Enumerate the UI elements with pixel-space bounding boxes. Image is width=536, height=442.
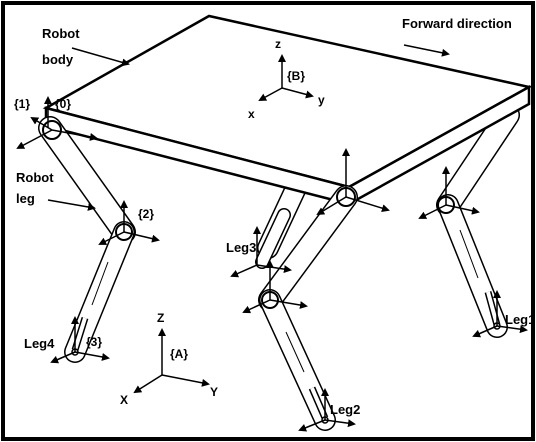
robot-leg-pointer	[47, 199, 96, 211]
frame-2-axes	[98, 200, 160, 245]
frame-A-axis-x: X	[120, 393, 128, 407]
leg-4	[38, 116, 136, 363]
leg1-label: Leg1	[505, 312, 535, 327]
robot-leg-label-line1: Robot	[16, 170, 54, 185]
frame-3-axes	[50, 316, 110, 364]
leg-2-hip-axes	[316, 148, 390, 216]
forward-direction-arrow	[403, 44, 450, 57]
frame-A-axis-z: Z	[157, 311, 164, 325]
leg3-label: Leg3	[226, 240, 256, 255]
frame-A-label: {A}	[170, 347, 188, 361]
joint-axes	[16, 54, 528, 432]
leg4-label: Leg4	[24, 336, 55, 351]
leg-2-knee-axes	[242, 260, 308, 314]
frame-0-label: {0}	[55, 97, 71, 111]
frame-1-axes	[16, 96, 98, 149]
frame-A-axis-y: Y	[210, 385, 218, 399]
frame-B-axes	[258, 54, 314, 101]
frame-B-axis-x: x	[248, 107, 255, 121]
leg-3-axes	[230, 226, 292, 278]
robot-body-pointer	[71, 47, 130, 67]
leg-2-foot-axes	[298, 388, 356, 432]
frame-B-label: {B}	[287, 69, 305, 83]
robot-body-label-line1: Robot	[42, 26, 80, 41]
frame-1-label: {1}	[14, 97, 30, 111]
frame-3-label: {3}	[86, 335, 102, 349]
callout-arrows	[47, 44, 450, 211]
leg2-label: Leg2	[330, 402, 360, 417]
frame-2-label: {2}	[138, 207, 154, 221]
leg-3	[255, 177, 307, 269]
forward-direction-label: Forward direction	[402, 16, 512, 31]
robot-leg-label-line2: leg	[16, 191, 35, 206]
robot-body-label-line2: body	[42, 52, 74, 67]
frame-B-axis-y: y	[318, 93, 325, 107]
frame-B-axis-z: z	[275, 37, 281, 51]
leg-1-knee-axes	[418, 166, 480, 219]
leg-1-foot-axes	[472, 290, 528, 338]
frame-A-axes	[133, 328, 210, 394]
